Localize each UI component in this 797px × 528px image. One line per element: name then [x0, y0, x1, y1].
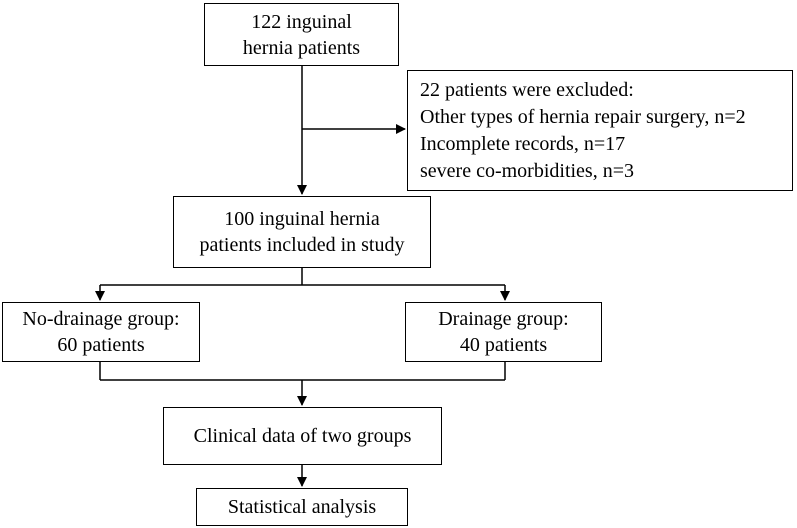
screened-box: 122 inguinal hernia patients — [204, 3, 399, 66]
included-line-1: 100 inguinal hernia — [224, 208, 380, 230]
no-drainage-box: No-drainage group: 60 patients — [2, 302, 200, 362]
no-drainage-line-1: No-drainage group: — [22, 308, 180, 330]
included-box: 100 inguinal hernia patients included in… — [173, 196, 431, 268]
excluded-line-4: severe co-morbidities, n=3 — [420, 159, 634, 182]
excluded-box: 22 patients were excluded: Other types o… — [407, 70, 793, 191]
screened-line-1: 122 inguinal — [251, 10, 352, 33]
drainage-line-2: 40 patients — [459, 334, 548, 356]
screened-line-2: hernia patients — [242, 36, 361, 59]
excluded-line-1: 22 patients were excluded: — [420, 78, 634, 101]
excluded-line-3: Incomplete records, n=17 — [420, 132, 626, 155]
included-line-2: patients included in study — [199, 234, 405, 256]
statistics-box: Statistical analysis — [196, 488, 408, 526]
drainage-box: Drainage group: 40 patients — [405, 302, 602, 362]
no-drainage-line-2: 60 patients — [57, 334, 145, 356]
drainage-line-1: Drainage group: — [438, 308, 569, 330]
excluded-line-2: Other types of hernia repair surgery, n=… — [420, 105, 746, 128]
statistics-line-1: Statistical analysis — [227, 496, 377, 518]
clinical-box: Clinical data of two groups — [163, 407, 442, 465]
clinical-line-1: Clinical data of two groups — [193, 425, 412, 447]
